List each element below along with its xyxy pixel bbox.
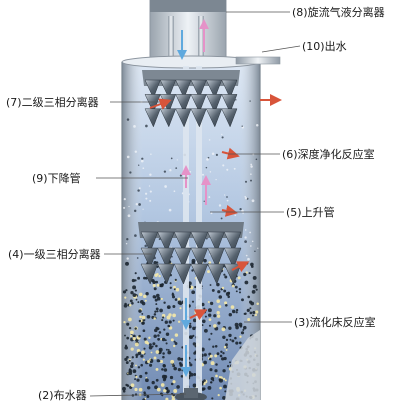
- first-stage-separator: [138, 222, 244, 285]
- label-first-stage-separator: (4)一级三相分离器: [8, 248, 101, 261]
- sediment-bed: [225, 330, 260, 400]
- leader-lines: [89, 11, 301, 397]
- label-fluidized-bed: (3)流化床反应室: [294, 316, 376, 329]
- label-water-distributor: (2)布水器: [38, 389, 87, 402]
- label-deep-purification: (6)深度净化反应室: [282, 148, 375, 161]
- label-outlet: (10)出水: [302, 40, 347, 53]
- label-cyclone-separator: (8)旋流气液分离器: [292, 6, 385, 19]
- flow-arrows: [149, 19, 282, 377]
- label-downcomer: (9)下降管: [32, 172, 81, 185]
- label-riser: (5)上升管: [286, 206, 335, 219]
- cyclone-separator: [149, 0, 227, 62]
- label-second-stage-separator: (7)二级三相分离器: [6, 96, 99, 109]
- outlet-pipe: [235, 56, 281, 65]
